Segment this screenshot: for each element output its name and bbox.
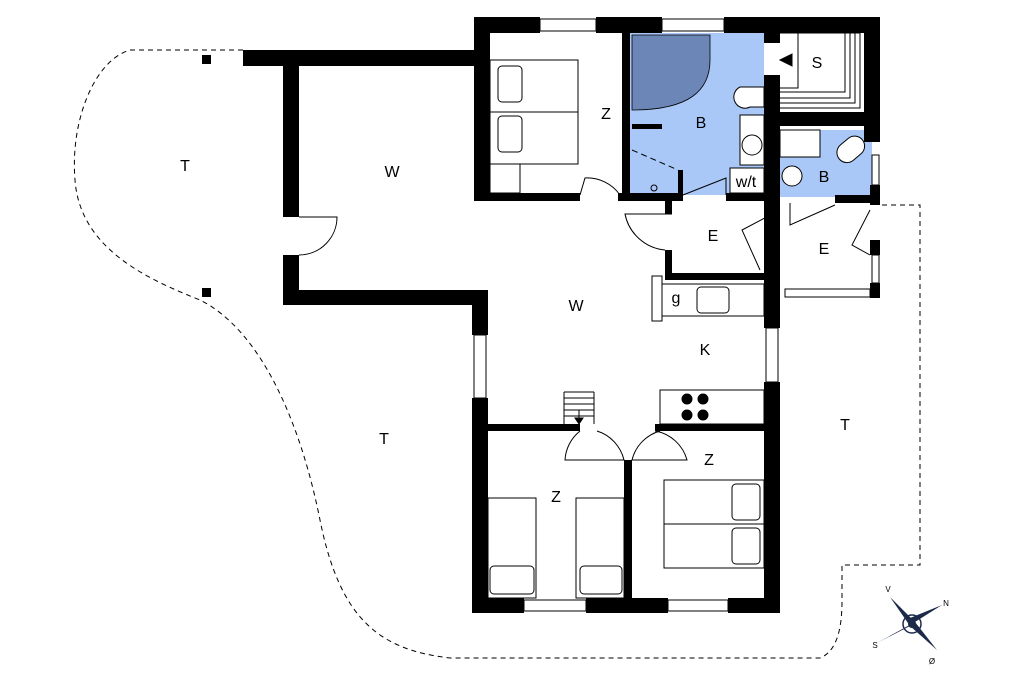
- compass-east: Ø: [929, 657, 935, 666]
- label-bedroom-top: Z: [601, 106, 611, 123]
- compass-west: V: [885, 585, 891, 594]
- fixtures: [487, 59, 866, 599]
- terrace-outline: [73, 49, 921, 659]
- doors: [298, 149, 871, 461]
- label-bathroom-main: B: [696, 115, 707, 132]
- label-terrace-right: T: [840, 417, 850, 434]
- label-bedroom-bottom-left: Z: [551, 489, 561, 506]
- label-terrace-bottom: T: [379, 431, 389, 448]
- shower-area: [631, 34, 711, 111]
- label-kitchen-g: g: [672, 290, 681, 307]
- walls: [202, 17, 880, 613]
- label-entry-left: E: [708, 228, 719, 245]
- label-toilet: w/t: [735, 174, 757, 191]
- label-kitchen: K: [700, 342, 711, 359]
- label-terrace-left: T: [180, 158, 190, 175]
- compass-star-icon: [877, 597, 942, 650]
- label-sauna: S: [812, 55, 823, 72]
- label-entry-right: E: [819, 241, 830, 258]
- sauna-benches: [778, 32, 861, 109]
- compass-north: N: [943, 599, 949, 608]
- windows: [473, 18, 880, 612]
- label-bathroom-small: B: [819, 169, 830, 186]
- label-living-center: W: [568, 298, 584, 315]
- label-bedroom-bottom-right: Z: [704, 452, 714, 469]
- compass-rose: V N S Ø: [872, 585, 949, 666]
- compass-south: S: [872, 641, 877, 650]
- label-living-top: W: [384, 164, 400, 181]
